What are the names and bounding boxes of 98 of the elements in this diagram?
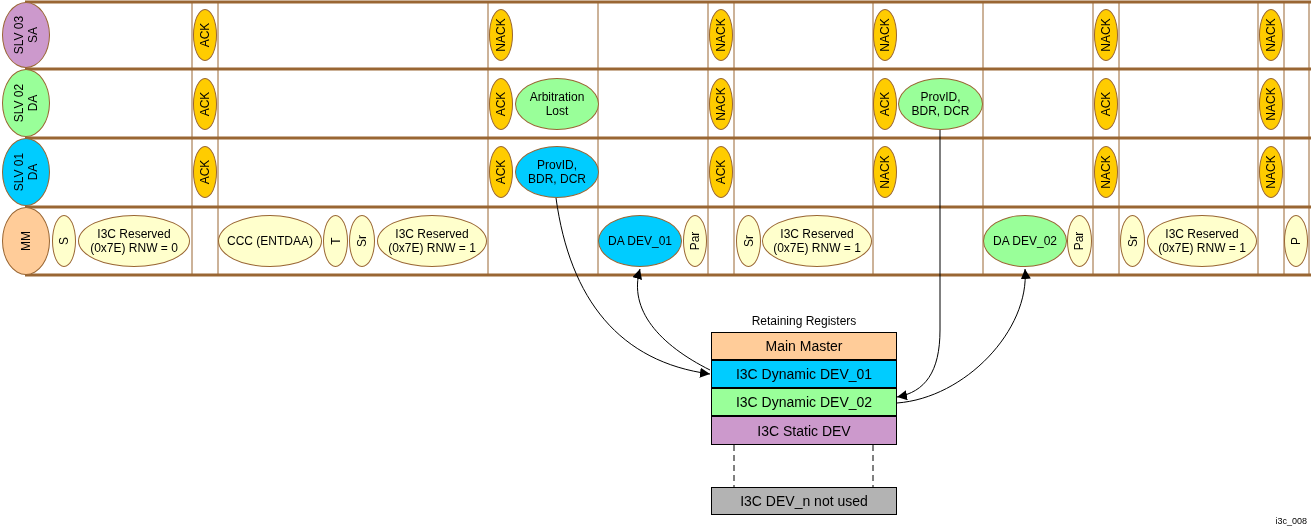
signal-text: P <box>1289 237 1303 245</box>
signal-ellipse <box>736 215 761 267</box>
signal-ellipse <box>377 215 487 267</box>
signal-ellipse <box>515 78 599 130</box>
arrow <box>896 129 941 400</box>
register-row <box>711 487 897 515</box>
register-text: I3C Static DEV <box>757 422 851 439</box>
signal-ellipse <box>323 215 348 267</box>
signal-text: ACK <box>198 159 212 185</box>
signal-text: Sr <box>1125 235 1140 247</box>
signal-text: I3C Reserved (0x7E) RNW = 0 <box>89 227 179 255</box>
signal-ellipse <box>709 78 733 130</box>
signal-text: ACK <box>494 159 508 185</box>
signal-text: Par <box>1072 231 1087 251</box>
signal-ellipse <box>489 9 513 61</box>
signal-ellipse <box>709 9 733 61</box>
register-row <box>711 332 897 360</box>
signal-ellipse <box>873 9 897 61</box>
signal-text: NACK <box>714 87 728 121</box>
signal-ellipse <box>515 146 599 198</box>
signal-text: NACK <box>878 155 892 189</box>
signal-ellipse <box>898 78 983 130</box>
register-text: I3C DEV_n not used <box>740 493 868 509</box>
signal-ellipse <box>762 215 872 267</box>
signal-text: NACK <box>1264 18 1278 52</box>
figure-id: i3c_008 <box>1275 516 1307 526</box>
signal-text: I3C Reserved (0x7E) RNW = 1 <box>387 227 477 255</box>
lane-ellipse <box>2 69 50 137</box>
signal-text: Sr <box>355 235 369 247</box>
signal-ellipse <box>193 9 217 61</box>
register-text: I3C Dynamic DEV_02 <box>735 394 873 410</box>
signal-ellipse <box>873 78 897 130</box>
lane-name: SLV 01 DA <box>12 151 40 194</box>
arrow <box>896 268 1030 404</box>
signal-text: ProvID, BDR, DCR <box>527 158 587 186</box>
dashed-line <box>872 444 874 488</box>
signal-text: NACK <box>714 18 728 52</box>
signal-text: NACK <box>1264 87 1278 121</box>
signal-ellipse <box>349 215 375 267</box>
lane-ellipse <box>2 207 50 275</box>
signal-ellipse <box>873 146 897 198</box>
signal-text: ACK <box>1099 91 1113 117</box>
register-text: Main Master <box>765 338 843 354</box>
signal-text: ACK <box>494 91 508 117</box>
signal-ellipse <box>1259 78 1283 130</box>
signal-text: DA DEV_01 <box>606 234 673 248</box>
signal-text: Par <box>688 231 702 251</box>
signal-ellipse <box>1284 215 1308 267</box>
register-row <box>711 416 897 445</box>
signal-ellipse <box>78 215 190 267</box>
signal-ellipse <box>598 215 682 267</box>
signal-ellipse <box>683 215 707 267</box>
signal-ellipse <box>983 215 1067 267</box>
signal-ellipse <box>1094 146 1118 198</box>
dashed-line <box>733 444 735 488</box>
signal-ellipse <box>193 146 217 198</box>
signal-text: S <box>57 237 71 245</box>
signal-text: ACK <box>198 22 212 48</box>
signal-ellipse <box>489 146 513 198</box>
lane-name: SLV 02 DA <box>12 82 40 125</box>
signal-text: NACK <box>494 18 508 52</box>
signal-text: ACK <box>714 159 728 185</box>
signal-text: DA DEV_02 <box>991 234 1058 248</box>
signal-text: NACK <box>1264 155 1278 189</box>
signal-ellipse <box>1147 215 1257 267</box>
register-text: I3C Dynamic DEV_01 <box>735 366 873 382</box>
signal-ellipse <box>489 78 513 130</box>
signal-text: ProvID, BDR, DCR <box>910 90 971 118</box>
lane-name: MM <box>19 230 33 253</box>
signal-text: NACK <box>878 18 892 52</box>
signal-ellipse <box>1094 9 1118 61</box>
signal-ellipse <box>1259 146 1283 198</box>
signal-text: Sr <box>741 235 756 247</box>
signal-text: Arbitration Lost <box>528 90 586 118</box>
signal-ellipse <box>193 78 217 130</box>
signal-ellipse <box>52 215 76 267</box>
lane-ellipse <box>2 138 50 206</box>
signal-text: NACK <box>1099 18 1113 52</box>
lane-name: SLV 03 SA <box>12 14 40 57</box>
signal-ellipse <box>218 215 322 267</box>
signal-ellipse <box>709 146 733 198</box>
signal-text: CCC (ENTDAA) <box>226 234 314 248</box>
group-heading: Retaining Registers <box>750 313 858 330</box>
arrow <box>555 197 711 378</box>
register-row <box>711 360 897 388</box>
signal-text: ACK <box>878 91 892 117</box>
signal-ellipse <box>1094 78 1118 130</box>
signal-text: ACK <box>198 91 212 117</box>
signal-text: NACK <box>1099 155 1113 189</box>
signal-ellipse <box>1120 215 1145 267</box>
signal-text: T <box>328 237 343 245</box>
signal-text: I3C Reserved (0x7E) RNW = 1 <box>1157 227 1247 255</box>
signal-ellipse <box>1259 9 1283 61</box>
signal-text: I3C Reserved (0x7E) RNW = 1 <box>772 227 862 255</box>
arrow <box>633 268 711 371</box>
signal-ellipse <box>1067 215 1092 267</box>
lane-ellipse <box>2 2 50 68</box>
register-row <box>711 388 897 416</box>
